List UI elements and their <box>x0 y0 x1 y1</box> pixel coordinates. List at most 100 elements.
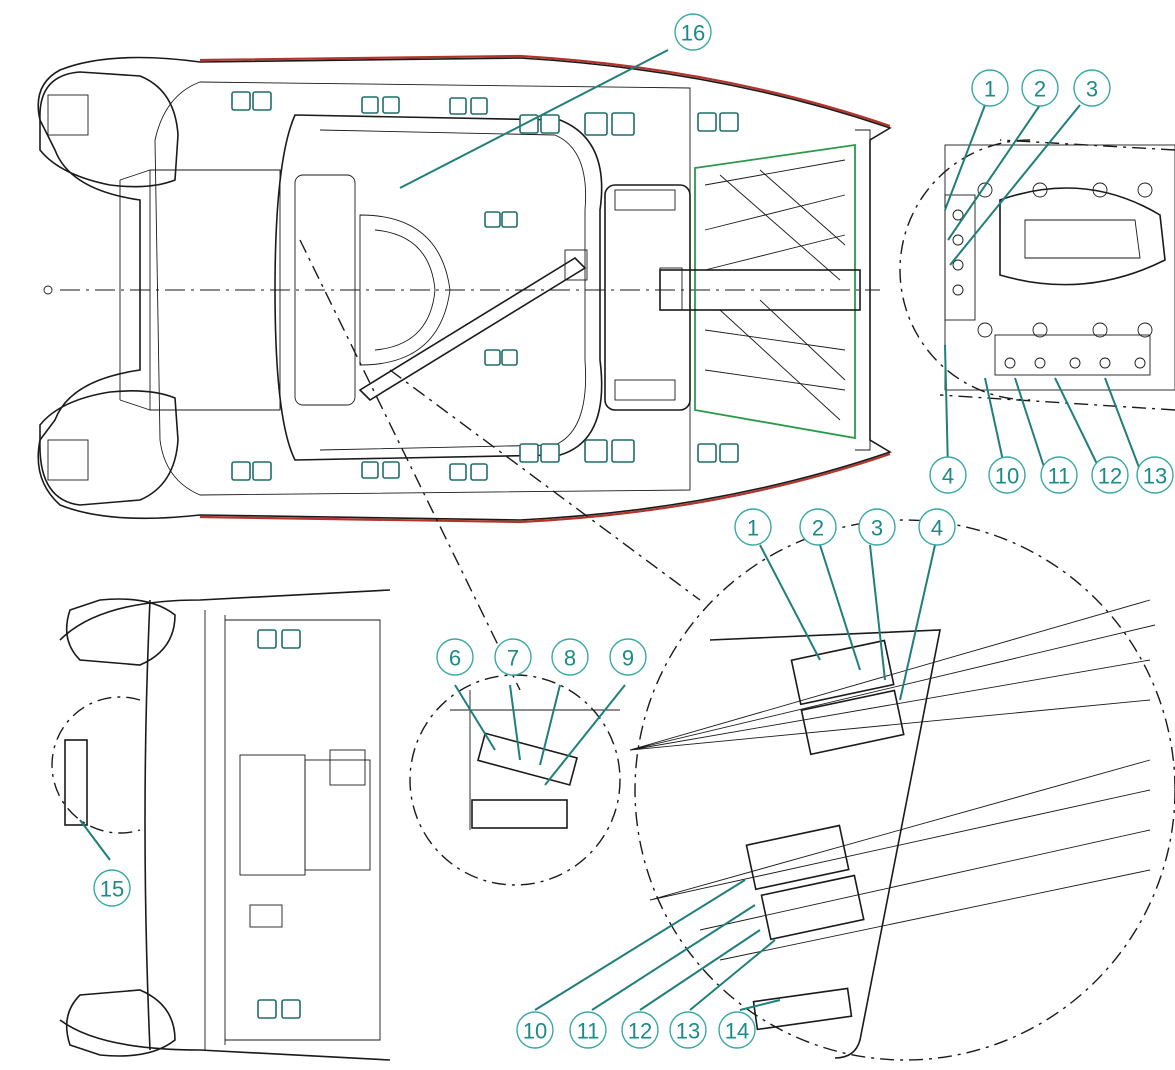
forward-hatch <box>999 187 1166 286</box>
cleat-icon <box>252 461 272 481</box>
svg-text:6: 6 <box>449 646 461 671</box>
callout-6: 6 <box>436 638 474 676</box>
svg-text:11: 11 <box>577 1019 600 1044</box>
svg-text:8: 8 <box>564 646 576 671</box>
cleat-icon <box>231 461 251 481</box>
cleat-icon <box>719 443 739 463</box>
callout-2: 2 <box>799 508 837 546</box>
svg-text:10: 10 <box>523 1019 547 1044</box>
callout-1: 1 <box>734 508 772 546</box>
toe-rail-top <box>199 54 891 128</box>
trampoline-net <box>694 143 856 440</box>
hull-outline <box>37 56 892 521</box>
svg-text:13: 13 <box>1143 464 1167 489</box>
coachroof <box>274 114 603 461</box>
cleat-icon <box>449 97 467 115</box>
cleat-icon <box>697 443 717 463</box>
svg-text:4: 4 <box>931 516 943 541</box>
bow-clutch-circles <box>952 182 1153 369</box>
cleat-icon <box>719 112 739 132</box>
clutch-bank-icon <box>800 689 905 756</box>
cleat-icon <box>611 439 635 463</box>
clutch-bank-icon <box>745 824 850 891</box>
svg-text:11: 11 <box>1048 464 1071 489</box>
callout-11: 11 <box>569 1011 607 1049</box>
clutch-bank-icon <box>64 739 88 826</box>
cleat-icon <box>257 629 277 649</box>
mast-clutch-detail: 6 7 8 9 <box>409 638 647 886</box>
cleat-icon <box>361 96 379 114</box>
svg-text:16: 16 <box>681 21 705 46</box>
callout-8: 8 <box>551 638 589 676</box>
callout-9: 9 <box>609 638 647 676</box>
cleat-icon <box>252 91 272 111</box>
cleat-icon <box>470 97 488 115</box>
cleat-icon <box>257 999 277 1019</box>
callout-7: 7 <box>494 638 532 676</box>
callout-16: 16 <box>674 13 712 51</box>
cleat-icon <box>382 96 400 114</box>
cleat-icon <box>540 443 560 463</box>
svg-text:10: 10 <box>995 464 1019 489</box>
callout-11: 11 <box>1040 456 1078 494</box>
callout-4: 4 <box>918 508 956 546</box>
callout-15: 15 <box>93 869 131 907</box>
toe-rail-bottom <box>199 452 891 524</box>
callout-arrow-icon <box>399 49 669 189</box>
callout-3: 3 <box>1073 69 1111 107</box>
callout-12: 12 <box>1091 456 1129 494</box>
cleat-icon <box>382 461 400 479</box>
starboard-stern-step <box>47 439 89 481</box>
cleat-icon <box>484 211 501 228</box>
cleat-icon <box>697 112 717 132</box>
cleat-icon <box>584 439 608 463</box>
aft-cockpit <box>149 169 281 411</box>
svg-text:12: 12 <box>628 1019 652 1044</box>
cleat-icon <box>501 211 518 228</box>
svg-text:13: 13 <box>676 1019 700 1044</box>
cleat-icon <box>449 463 467 481</box>
callout-13: 13 <box>669 1011 707 1049</box>
deck-cleats <box>231 91 739 481</box>
port-stern <box>39 71 179 188</box>
cleat-icon <box>540 114 560 134</box>
callout-12: 12 <box>621 1011 659 1049</box>
stern-clutch-detail: 15 <box>51 696 141 907</box>
cleat-icon <box>281 629 301 649</box>
cleat-icon <box>484 349 501 366</box>
port-stern-step <box>47 94 89 136</box>
clutch-bank-icon <box>994 334 1151 376</box>
svg-text:4: 4 <box>942 464 954 489</box>
cleat-icon <box>501 349 518 366</box>
clutch-bank-icon <box>944 194 976 321</box>
callout-4: 4 <box>929 456 967 494</box>
stern-view <box>59 589 391 1061</box>
svg-text:7: 7 <box>507 646 519 671</box>
main-top-view: 16 <box>37 13 892 691</box>
cleat-icon <box>584 112 608 136</box>
callout-2: 2 <box>1021 69 1059 107</box>
callout-3: 3 <box>858 508 896 546</box>
leader-to-winch-detail <box>389 369 701 601</box>
svg-text:2: 2 <box>1034 77 1046 102</box>
cockpit-table <box>239 754 306 876</box>
cleat-icon <box>231 91 251 111</box>
deck-inner-line <box>154 81 691 496</box>
svg-text:1: 1 <box>747 516 759 541</box>
cleat-icon <box>281 999 301 1019</box>
winch-clutch-detail: 1 2 3 4 10 11 12 13 14 <box>516 508 1175 1061</box>
starboard-stern <box>39 390 179 506</box>
boom <box>358 256 587 402</box>
bow-clutch-detail: 1 2 3 4 10 11 12 13 <box>899 69 1175 494</box>
svg-text:3: 3 <box>1086 77 1098 102</box>
cleat-icon <box>519 443 539 463</box>
callout-10: 10 <box>516 1011 554 1049</box>
svg-text:1: 1 <box>984 77 996 102</box>
clutch-bank-icon <box>476 732 578 786</box>
callout-1: 1 <box>971 69 1009 107</box>
svg-text:2: 2 <box>812 516 824 541</box>
grill <box>329 749 366 786</box>
cleat-icon <box>361 461 379 479</box>
clutch-bank-icon <box>471 799 568 829</box>
svg-text:3: 3 <box>871 516 883 541</box>
